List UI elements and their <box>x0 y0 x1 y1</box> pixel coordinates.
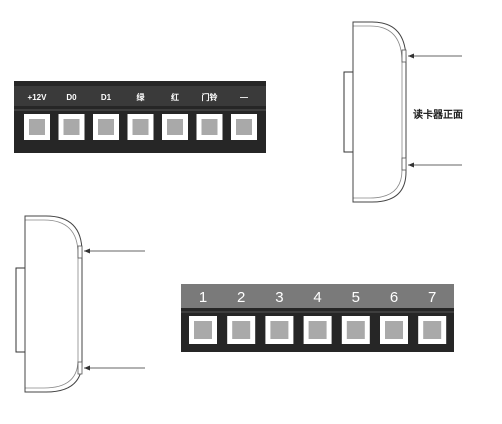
bottom-terminal-key-face-1 <box>194 321 212 339</box>
top-terminal-block: +12V D0 D1 绿 红 门铃 — <box>14 81 266 153</box>
top-block-label-bar <box>14 86 266 106</box>
top-terminal-key-face-5 <box>167 119 183 135</box>
reader-outer-shell-lower <box>24 215 83 393</box>
bottom-terminal-keys <box>189 316 447 344</box>
bottom-terminal-label-6: 6 <box>390 289 398 306</box>
bottom-terminal-block: 1 2 3 4 5 6 7 <box>181 284 454 352</box>
bottom-terminal-key-face-5 <box>346 321 365 339</box>
reader-outer-shell <box>352 21 407 203</box>
top-terminal-label-4: 绿 <box>137 92 146 102</box>
top-terminal-label-6: 门铃 <box>202 92 218 102</box>
top-terminal-label-1: +12V <box>28 93 48 102</box>
top-terminal-labels: +12V D0 D1 绿 红 门铃 — <box>28 92 248 102</box>
top-terminal-key-face-3 <box>98 119 114 135</box>
reader-front-label: 读卡器正面 <box>413 108 463 121</box>
top-terminal-key-face-4 <box>132 119 149 135</box>
card-reader-side-view-lower <box>15 215 145 393</box>
reader-inner-shell-lower <box>24 219 79 389</box>
bottom-terminal-label-1: 1 <box>199 289 207 306</box>
bottom-terminal-labels: 1 2 3 4 5 6 7 <box>199 289 437 306</box>
top-terminal-keys <box>24 114 257 140</box>
bottom-terminal-key-face-2 <box>232 321 251 339</box>
card-reader-side-view: 读卡器正面 <box>343 21 463 203</box>
top-terminal-key-face-1 <box>29 119 45 135</box>
bottom-terminal-label-4: 4 <box>313 289 321 306</box>
bottom-terminal-key-face-4 <box>308 321 327 339</box>
bottom-terminal-label-7: 7 <box>428 289 436 306</box>
bottom-terminal-key-face-7 <box>423 321 442 339</box>
bottom-block-number-bar <box>181 284 454 308</box>
bottom-terminal-label-3: 3 <box>275 289 283 306</box>
top-terminal-label-5: 红 <box>171 92 179 102</box>
bottom-terminal-label-5: 5 <box>352 289 360 306</box>
top-terminal-label-7: — <box>240 93 248 102</box>
bottom-terminal-key-face-6 <box>385 321 403 339</box>
top-terminal-label-3: D1 <box>101 93 112 102</box>
top-terminal-label-2: D0 <box>66 93 77 102</box>
bottom-terminal-label-2: 2 <box>237 289 245 306</box>
top-terminal-key-face-2 <box>63 119 80 135</box>
bottom-terminal-key-face-3 <box>270 321 289 339</box>
top-terminal-key-face-6 <box>201 119 218 135</box>
top-terminal-key-face-7 <box>236 119 252 135</box>
